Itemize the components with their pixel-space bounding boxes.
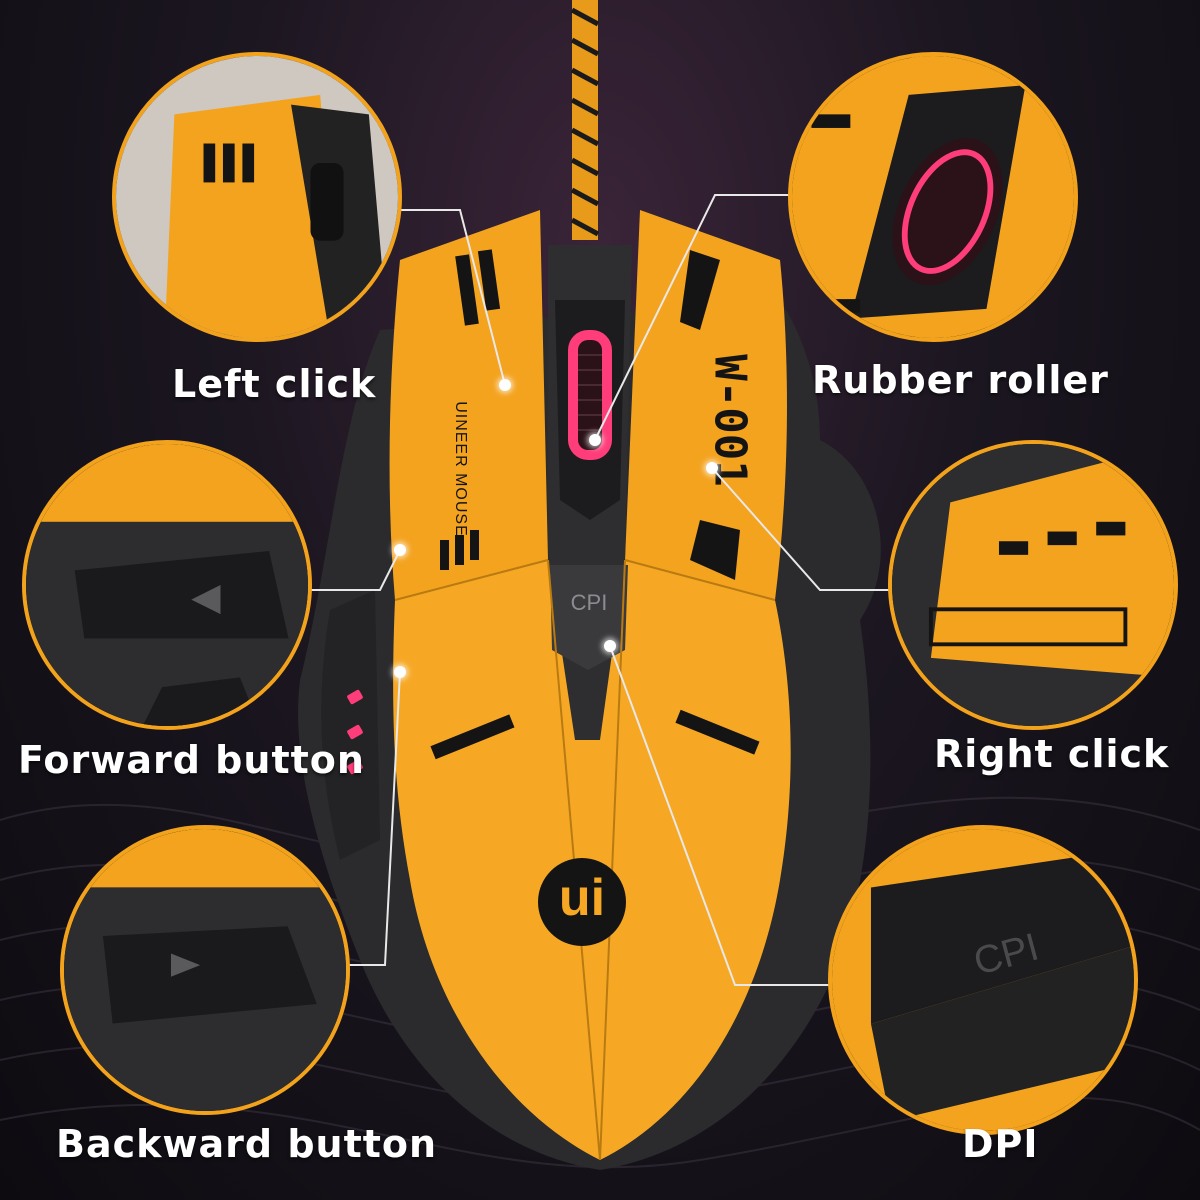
- forward-button-marker: [394, 544, 406, 556]
- rubber-roller-label: Rubber roller: [812, 358, 1109, 402]
- backward-button-label: Backward button: [56, 1122, 438, 1166]
- brand-logo: [538, 858, 626, 946]
- mouse-brand-text: UINEER MOUSE: [452, 401, 469, 537]
- right-click-detail-circle: [888, 440, 1178, 730]
- dpi-marker: [604, 640, 616, 652]
- mouse-logo-text: ui: [558, 869, 606, 927]
- mouse-model-text: W-001: [704, 354, 756, 487]
- backward-button-marker: [394, 666, 406, 678]
- right-click-marker: [706, 462, 718, 474]
- rubber-roller-detail-circle: [788, 52, 1078, 342]
- left-click-label: Left click: [172, 362, 377, 406]
- dpi-label: DPI: [962, 1122, 1039, 1166]
- cpi-button-shape: [550, 565, 628, 670]
- left-click-marker: [499, 379, 511, 391]
- left-click-detail-circle: [112, 52, 402, 342]
- forward-button-detail-circle: [22, 440, 312, 730]
- right-click-label: Right click: [934, 732, 1170, 776]
- mouse-cpi-text: CPI: [570, 590, 608, 615]
- forward-button-label: Forward button: [18, 738, 365, 782]
- braided-cable: [570, 0, 600, 240]
- dpi-detail-circle: CPI: [828, 825, 1138, 1135]
- rubber-roller-marker: [589, 434, 601, 446]
- backward-button-detail-circle: [60, 825, 350, 1115]
